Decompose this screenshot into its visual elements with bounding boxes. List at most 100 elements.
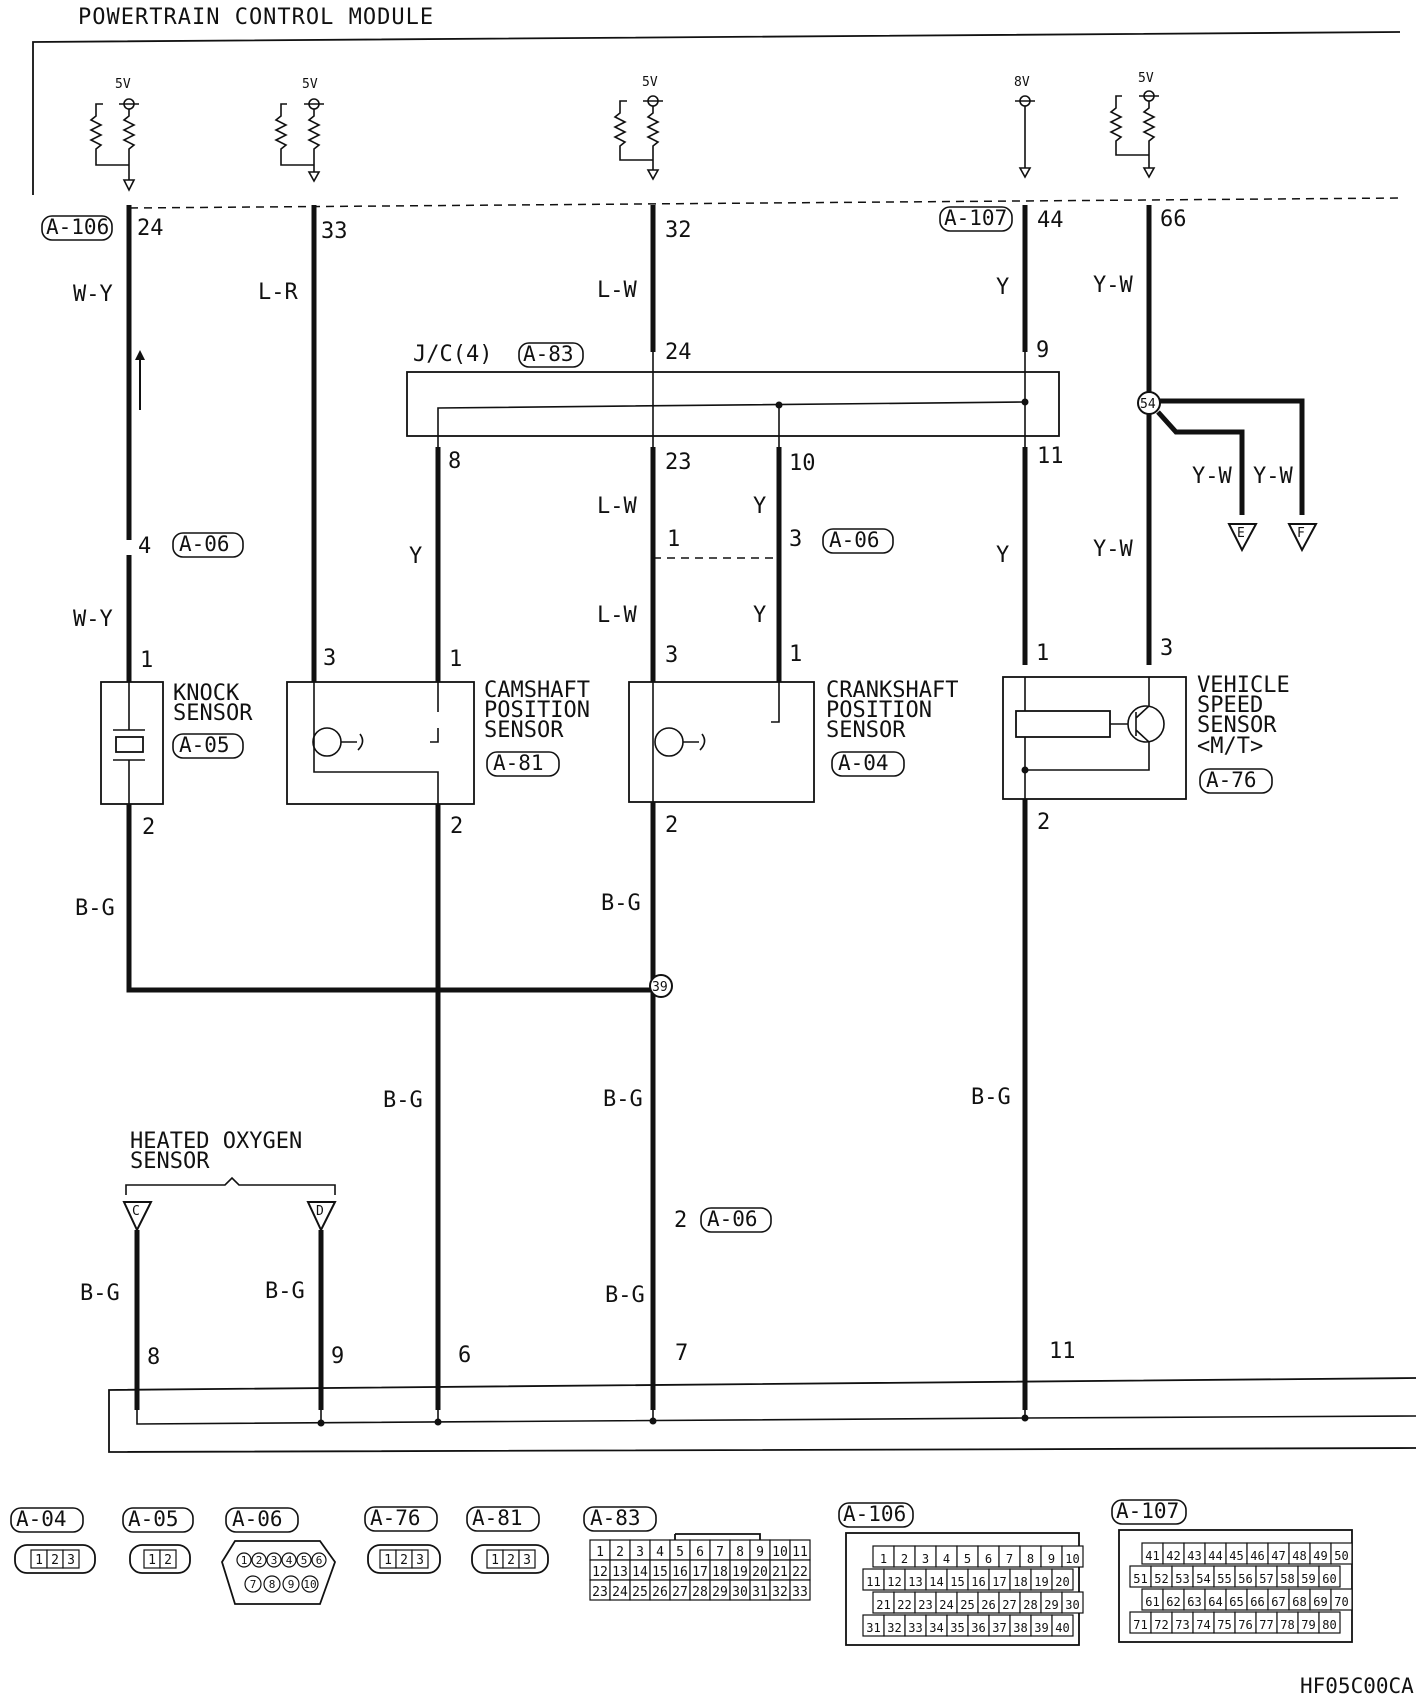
connector-pin-number: 5	[964, 1552, 971, 1566]
legend-a107-label: A-107	[1116, 1499, 1179, 1523]
connector-pin-number: 31	[752, 1585, 768, 1600]
connector-pin-number: 3	[67, 1553, 75, 1568]
connector-pin-number: 52	[1154, 1572, 1168, 1586]
connector-tag-a06	[700, 1207, 772, 1233]
connector-pin-number: 3	[523, 1553, 531, 1568]
connector-pin-number: 13	[612, 1565, 628, 1580]
connector-pin-number: 67	[1271, 1595, 1285, 1609]
vss-pickup-coil	[1015, 710, 1111, 738]
connector-pin-number: 12	[592, 1565, 608, 1580]
wire-color-lw: L-W	[597, 494, 637, 519]
connector-pin-number: 64	[1208, 1595, 1222, 1609]
connector-pin-number: 3	[636, 1545, 644, 1560]
connector-a81-label: A-81	[493, 751, 544, 775]
connector-pin-cell	[266, 1552, 282, 1568]
connector-a76-label: A-76	[1206, 768, 1257, 792]
connector-pin-number: 30	[1065, 1598, 1079, 1612]
connector-pin-number: 1	[880, 1552, 887, 1566]
connector-pin-number: 54	[1196, 1572, 1210, 1586]
terminal-e-label: E	[1237, 526, 1245, 541]
connector-tag-a04	[831, 751, 905, 777]
jc-pin-9: 9	[1036, 338, 1049, 363]
knock-sensor-body	[100, 681, 164, 805]
vss-name: SPEED	[1197, 693, 1263, 718]
connector-pin-number: 65	[1229, 1595, 1243, 1609]
connector-pin-number: 5	[676, 1545, 684, 1560]
figure-code: HF05C00CA	[1300, 1674, 1414, 1698]
connector-pin-cell	[1330, 1588, 1353, 1611]
connector-pin-number: 33	[792, 1585, 808, 1600]
connector-shell-a04	[14, 1544, 96, 1574]
connector-pin-cell	[301, 1575, 319, 1593]
connector-pin-number: 74	[1196, 1618, 1210, 1632]
connector-pin-number: 2	[51, 1553, 59, 1568]
pin-44-label: 44	[1037, 208, 1064, 233]
connector-pin-number: 37	[992, 1621, 1006, 1635]
pin-2-label: 2	[142, 815, 155, 840]
connector-pin-number: 24	[612, 1585, 628, 1600]
legend-tag-a106	[838, 1502, 914, 1528]
connector-pin-cell	[1061, 1591, 1084, 1614]
connector-pin-number: 58	[1280, 1572, 1294, 1586]
connector-pin-number: 8	[269, 1578, 276, 1591]
connector-a106-label: A-106	[46, 215, 109, 239]
connector-pin-number: 44	[1208, 1549, 1222, 1563]
connector-a06-label: A-06	[707, 1207, 758, 1231]
connector-pin-cell	[282, 1575, 300, 1593]
connector-pin-number: 4	[286, 1554, 293, 1567]
hall-element-icon	[654, 727, 684, 757]
connector-pin-number: 22	[792, 1565, 808, 1580]
connector-pin-number: 6	[696, 1545, 704, 1560]
connector-a107-label: A-107	[944, 206, 1007, 230]
connector-pin-cell	[311, 1552, 327, 1568]
connector-pin-number: 7	[716, 1545, 724, 1560]
connector-tag-a76	[1199, 768, 1273, 794]
diagram-title: POWERTRAIN CONTROL MODULE	[78, 5, 434, 30]
legend-tag-a04	[10, 1507, 84, 1533]
connector-pin-number: 2	[400, 1553, 408, 1568]
terminal-d-label: D	[316, 1204, 324, 1219]
connector-pin-cell	[159, 1549, 177, 1569]
pin-2-label: 2	[665, 813, 678, 838]
vss-name: <M/T>	[1197, 734, 1263, 759]
connector-pin-number: 69	[1313, 1595, 1327, 1609]
supply-5v-label: 5V	[1138, 71, 1154, 86]
pin-32-label: 32	[665, 218, 692, 243]
jc-pin-11: 11	[1037, 444, 1064, 469]
connector-pin-cell	[244, 1575, 262, 1593]
connector-shell-a05	[129, 1544, 191, 1574]
connector-a83-label: A-83	[523, 342, 574, 366]
pcm-pullup-33: 5V	[274, 77, 324, 183]
connector-pin-number: 72	[1154, 1618, 1168, 1632]
connector-pin-number: 43	[1187, 1549, 1201, 1563]
pin-1-label: 1	[667, 527, 680, 552]
supply-8v-label: 8V	[1014, 75, 1030, 90]
connector-pin-number: 10	[772, 1545, 788, 1560]
connector-pin-number: 21	[772, 1565, 788, 1580]
wire-color-bg: B-G	[80, 1281, 120, 1306]
connector-pin-number: 55	[1217, 1572, 1231, 1586]
connector-pin-number: 16	[971, 1575, 985, 1589]
pcm-supply-44: 8V	[1014, 75, 1035, 179]
wire-color-lw: L-W	[597, 278, 637, 303]
pin-4-label: 4	[138, 534, 151, 559]
connector-pin-number: 28	[1023, 1598, 1037, 1612]
wire-bg-knock	[126, 804, 653, 993]
connector-a06-label: A-06	[179, 532, 230, 556]
connector-pin-number: 24	[939, 1598, 953, 1612]
connector-pin-number: 61	[1145, 1595, 1159, 1609]
legend-a76-label: A-76	[370, 1506, 421, 1530]
connector-pin-number: 27	[672, 1585, 688, 1600]
terminal-c-label: C	[132, 1204, 140, 1219]
connector-pin-number: 60	[1322, 1572, 1336, 1586]
connector-pin-number: 3	[416, 1553, 424, 1568]
connector-pin-number: 40	[1055, 1621, 1069, 1635]
wire-color-wy: W-Y	[73, 607, 113, 632]
pcm-pullup-66: 5V	[1109, 71, 1159, 179]
connector-pin-number: 28	[692, 1585, 708, 1600]
pcm-ground-bus	[136, 1410, 1417, 1425]
supply-5v-label: 5V	[302, 77, 318, 92]
connector-shell-a81	[471, 1544, 549, 1574]
